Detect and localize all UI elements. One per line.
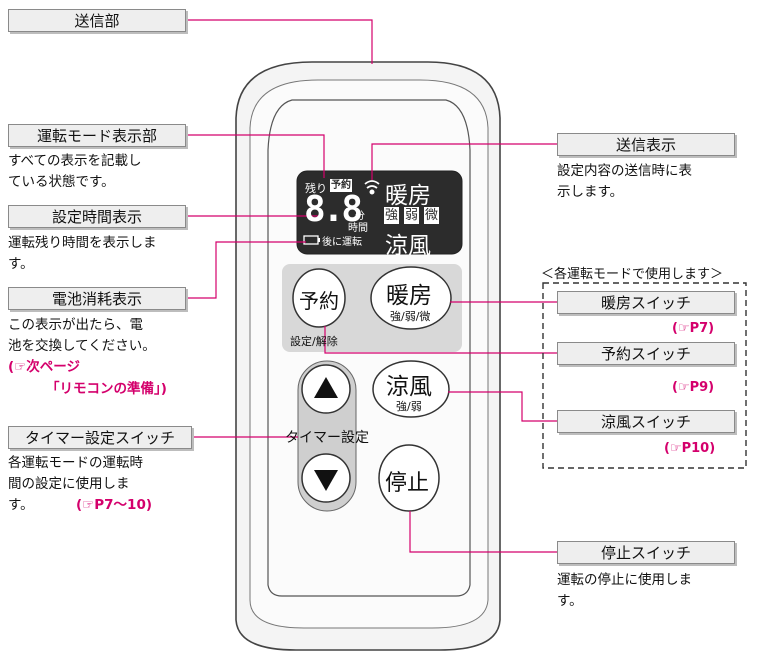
label-heat-switch: 暖房スイッチ [557, 291, 735, 314]
desc-timer-3: す。 [8, 497, 34, 513]
heat-button-sub: 強/弱/微 [390, 310, 431, 323]
down-arrow-icon [314, 470, 338, 491]
label-send-display: 送信表示 [557, 133, 735, 156]
send-icon [364, 180, 380, 195]
ref-heat: (☞P7) [672, 321, 715, 336]
lcd-reserve-tag: 予約 [330, 179, 352, 192]
lcd-strong: 強 [384, 207, 400, 224]
heat-button-label[interactable]: 暖房 [386, 283, 432, 309]
ref-cool: (☞P10) [664, 441, 716, 456]
desc-battery-ref-1: (☞次ページ [8, 359, 81, 375]
heat-button [370, 266, 452, 330]
desc-time-display-1: 運転残り時間を表示しま [8, 235, 157, 251]
desc-time-display-2: す。 [8, 256, 34, 272]
desc-battery-ref-2: 「リモコンの準備」) [46, 381, 167, 397]
lcd-heat: 暖房 [385, 183, 431, 209]
remote-inner-body [249, 79, 489, 629]
lcd-min: 分 [355, 211, 365, 222]
leader-lines [186, 19, 557, 553]
label-timer-switch: タイマー設定スイッチ [8, 426, 192, 449]
cool-button [372, 360, 450, 418]
lcd-micro: 微 [424, 207, 440, 224]
modes-group-frame [542, 282, 747, 469]
label-cool-switch: 涼風スイッチ [557, 410, 735, 433]
desc-send-1: 設定内容の送信時に表 [557, 163, 692, 179]
modes-group-title: ＜各運転モードで使用します＞ [541, 267, 724, 282]
reserve-button [292, 268, 346, 328]
desc-mode-display-1: すべての表示を記載し [8, 153, 142, 169]
lcd-remaining: 残り [305, 182, 327, 195]
stop-button-label[interactable]: 停止 [385, 471, 430, 496]
lcd-weak: 弱 [404, 207, 420, 224]
desc-send-2: 示します。 [557, 184, 624, 200]
stop-button [378, 444, 440, 512]
desc-stop-1: 運転の停止に使用しま [557, 572, 692, 588]
desc-timer-2: 間の設定に使用しま [8, 476, 130, 492]
lcd-digits: 8.8 [304, 189, 363, 230]
label-time-display: 設定時間表示 [8, 205, 186, 228]
desc-timer-ref: (☞P7～10) [76, 497, 153, 513]
desc-mode-display-2: ている状態です。 [8, 174, 115, 190]
lcd-hours: 時間 [348, 223, 368, 234]
label-transmitter: 送信部 [8, 9, 186, 32]
ref-reserve: (☞P9) [672, 380, 715, 395]
desc-battery-2: 池を交換してください。 [8, 338, 156, 354]
label-stop-switch: 停止スイッチ [557, 541, 735, 564]
desc-stop-2: す。 [557, 593, 583, 609]
label-mode-display: 運転モード表示部 [8, 124, 186, 147]
cool-button-label[interactable]: 涼風 [386, 374, 432, 400]
timer-label: タイマー設定 [285, 430, 369, 446]
reserve-button-label[interactable]: 予約 [299, 289, 339, 313]
reserve-button-sub: 設定/解除 [290, 335, 338, 348]
desc-timer-1: 各運転モードの運転時 [8, 455, 143, 471]
lcd-after-run: 後に運転 [322, 237, 362, 248]
label-battery-display: 電池消耗表示 [8, 287, 186, 310]
desc-battery-1: この表示が出たら、電 [8, 317, 143, 333]
cool-button-sub: 強/弱 [396, 400, 422, 413]
lcd-cool: 涼風 [385, 233, 431, 259]
label-reserve-switch: 予約スイッチ [557, 342, 735, 365]
up-arrow-icon [314, 377, 338, 398]
remote-face-outline [267, 99, 471, 597]
